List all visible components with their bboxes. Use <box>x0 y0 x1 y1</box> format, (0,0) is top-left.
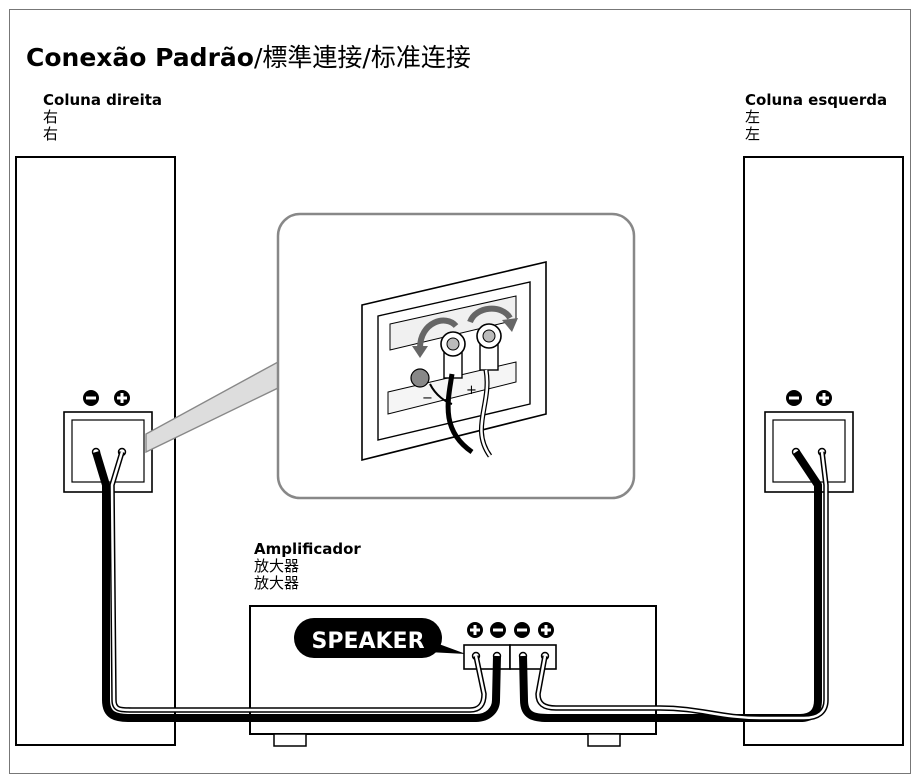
cable-right-white <box>110 451 486 712</box>
right-speaker-minus-icon <box>83 390 99 406</box>
right-speaker-label-trad: 右 <box>43 108 59 126</box>
amplifier-label: Amplificador 放大器 放大器 <box>254 541 361 592</box>
page-title: Conexão Padrão/標準連接/标准连接 <box>26 38 471 74</box>
amplifier-label-pt: Amplificador <box>254 540 361 558</box>
amplifier-label-trad: 放大器 <box>254 557 300 575</box>
amp-minus-icon-1 <box>490 622 506 638</box>
inset-rotate-arrow-left-icon <box>417 317 459 349</box>
amp-plus-icon-1 <box>467 622 483 638</box>
title-separator-2: / <box>362 43 371 72</box>
amp-minus-icon-2 <box>514 622 530 638</box>
title-simplified: 标准连接 <box>370 43 471 72</box>
inset-rotate-arrowhead-left-icon <box>412 346 428 358</box>
amp-plus-icon-2 <box>538 622 554 638</box>
right-speaker-label-simp: 右 <box>43 125 59 143</box>
left-speaker-terminal-inner <box>772 419 846 483</box>
title-traditional: 標準連接 <box>262 43 363 72</box>
amplifier-foot-left <box>273 733 307 747</box>
amplifier: SPEAKER <box>249 605 657 747</box>
amplifier-foot-right <box>587 733 621 747</box>
left-speaker-terminal-plate <box>764 411 854 493</box>
left-speaker-minus-icon <box>786 390 802 406</box>
cable-right-black <box>92 450 501 722</box>
title-separator: / <box>253 43 263 72</box>
left-speaker-label: Coluna esquerda 左 左 <box>745 92 887 143</box>
inset-detail: − + <box>276 212 636 500</box>
left-speaker-plus-icon <box>816 390 832 406</box>
inset-wire-black <box>445 373 474 455</box>
inset-rotate-arrow-right-icon <box>467 305 513 324</box>
inset-minus-mark: − <box>422 391 433 406</box>
right-speaker-label: Coluna direita 右 右 <box>43 92 162 143</box>
inset-rotate-arrowhead-right-icon <box>502 318 518 332</box>
left-speaker-label-trad: 左 <box>745 108 761 126</box>
inset-wire-tip <box>429 383 453 405</box>
amp-terminal-block-right <box>509 644 557 670</box>
right-speaker-label-pt: Coluna direita <box>43 91 163 109</box>
speaker-badge-label: SPEAKER <box>311 629 424 654</box>
cable-right-speaker <box>92 450 501 722</box>
speaker-badge-pointer <box>428 640 466 654</box>
amplifier-label-simp: 放大器 <box>254 574 300 592</box>
inset-plus-terminal <box>476 323 502 371</box>
right-speaker <box>15 156 176 746</box>
cable-left-white <box>536 451 828 720</box>
amp-terminal-block-left <box>463 644 511 670</box>
inset-minus-terminal <box>410 331 466 388</box>
inset-wire-white <box>480 369 492 457</box>
page-frame <box>9 9 911 774</box>
left-speaker-label-pt: Coluna esquerda <box>745 91 888 109</box>
left-speaker-label-simp: 左 <box>745 125 761 143</box>
title-portuguese: Conexão Padrão <box>26 43 254 72</box>
speaker-badge <box>294 618 442 658</box>
right-speaker-plus-icon <box>114 390 130 406</box>
inset-plus-mark: + <box>466 383 477 398</box>
cable-left-speaker <box>519 449 829 722</box>
